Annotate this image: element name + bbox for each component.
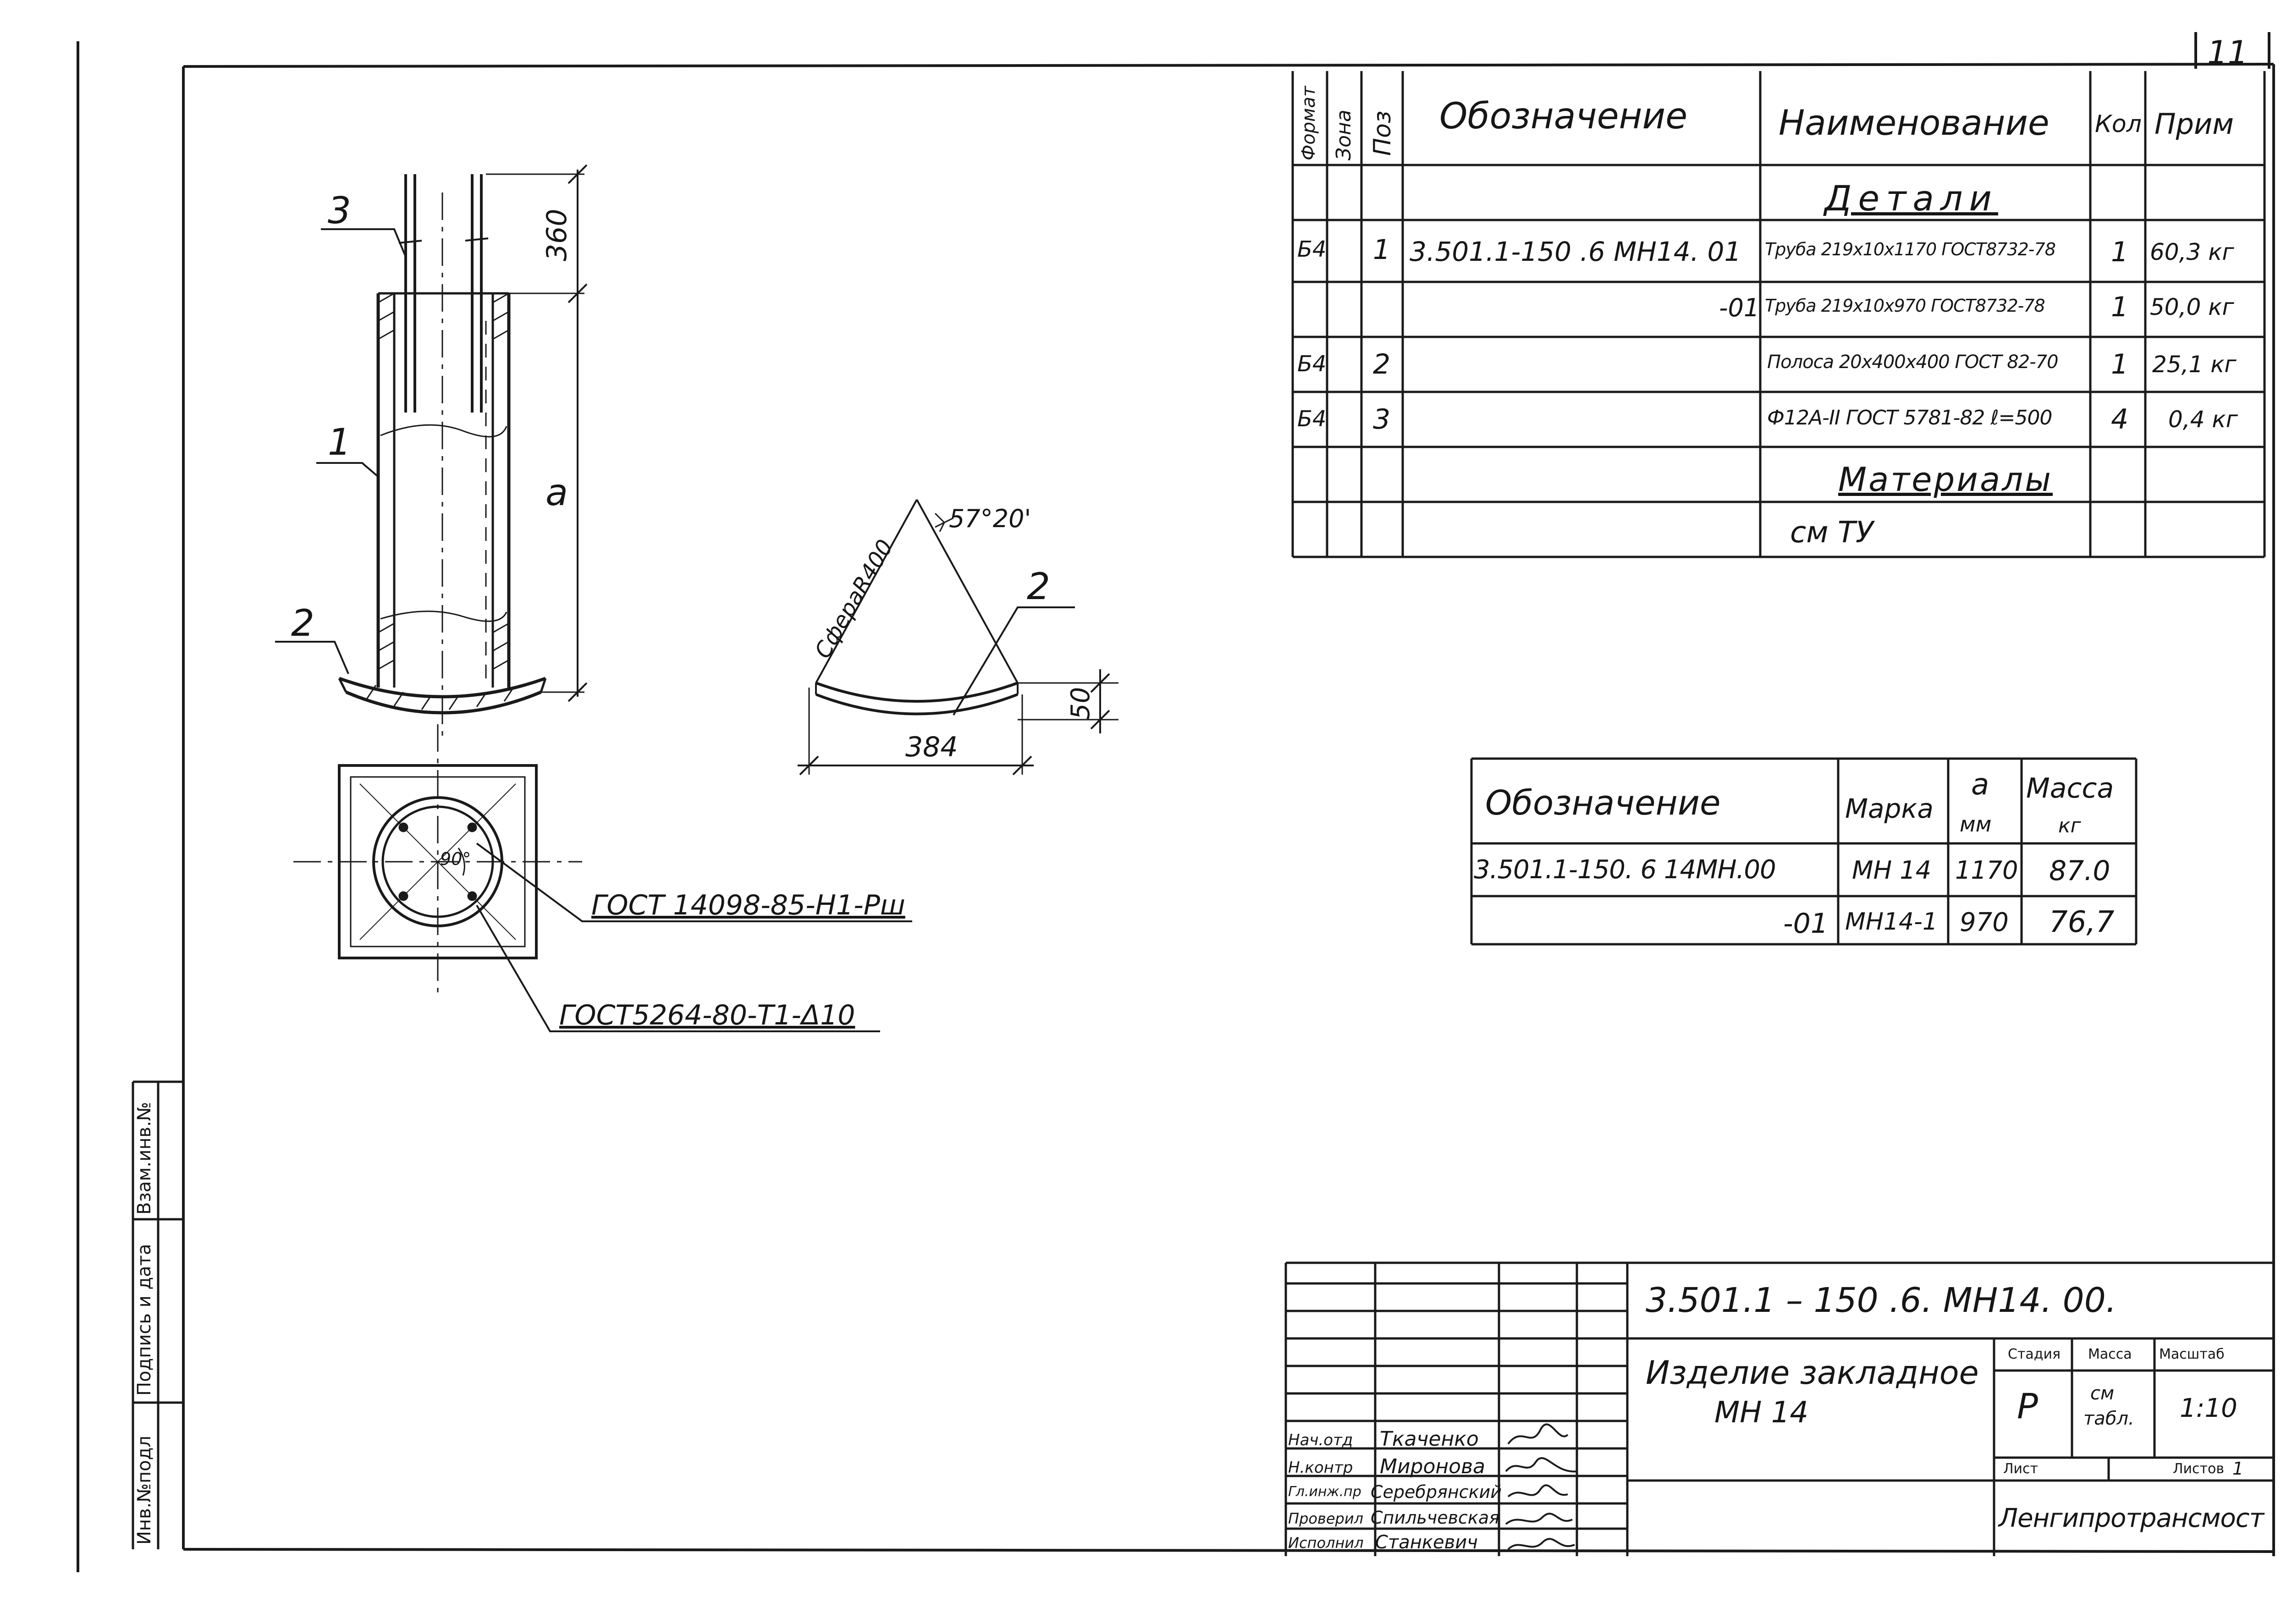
mass-row2-designation: -01 <box>1783 908 1828 940</box>
spec-row2-designation: -01 <box>1719 293 1760 322</box>
mass-row2-a: 970 <box>1960 908 2009 937</box>
spec-row3-pos: 2 <box>1373 348 1391 380</box>
title-sheets-value: 1 <box>2232 1459 2244 1479</box>
person-name: Миронова <box>1380 1455 1485 1478</box>
spec-header-note: Прим <box>2154 107 2234 141</box>
person-role: Гл.инж.пр <box>1288 1484 1361 1500</box>
mass-header-mass: Масса <box>2026 772 2114 804</box>
person-role: Проверил <box>1288 1510 1364 1527</box>
spec-header-pos: Поз <box>1369 110 1396 156</box>
spec-row4-note: 0,4 кг <box>2168 406 2238 433</box>
spec-row1-pos: 1 <box>1373 234 1391 266</box>
spec-row3-name: Полоса 20х400х400 ГОСТ 82-70 <box>1767 352 2059 373</box>
person-name: Станкевич <box>1375 1532 1478 1553</box>
plan-view <box>293 724 912 1032</box>
person-name: Серебрянский <box>1371 1482 1502 1502</box>
title-item-name: Изделие закладное <box>1646 1354 1979 1392</box>
spec-row4-pos: 3 <box>1373 403 1391 435</box>
label-plate-detail: 2 <box>1027 565 1050 608</box>
side-stamp-frame <box>132 1080 183 1549</box>
side-stamp-podpis-data: Подпись и дата <box>134 1244 155 1396</box>
title-mass-label: Масса <box>2088 1346 2132 1362</box>
spec-materials-ref: см ТУ <box>1790 516 1873 550</box>
title-sheet-label: Лист <box>2003 1461 2039 1477</box>
sheet-frame <box>77 32 2275 1572</box>
mass-header-a: а <box>1971 768 1989 802</box>
mass-header-a-unit: мм <box>1960 812 1992 837</box>
spec-row2-name: Труба 219х10х970 ГОСТ8732-78 <box>1765 296 2045 316</box>
mass-row1-mass: 87.0 <box>2049 855 2110 887</box>
spec-row3-note: 25,1 кг <box>2152 351 2237 378</box>
title-organization: Ленгипротрансмост <box>1999 1503 2264 1533</box>
title-mass-value-1: см <box>2090 1383 2115 1404</box>
title-item-mark: МН 14 <box>1714 1396 1809 1430</box>
spec-row1-name: Труба 219х10х1170 ГОСТ8732-78 <box>1765 239 2056 259</box>
weld-note-1: ГОСТ 14098-85-Н1-Рш <box>591 889 905 921</box>
title-stage-value: Р <box>2017 1386 2038 1426</box>
spec-header-qty: Кол <box>2095 110 2142 138</box>
spec-row1-qty: 1 <box>2111 236 2129 268</box>
person-name: Спильчевская <box>1371 1508 1499 1528</box>
title-stage-label: Стадия <box>2008 1346 2061 1362</box>
plate-detail-view <box>798 499 1118 776</box>
spec-row3-qty: 1 <box>2111 348 2129 380</box>
mass-row2-mark: МН14-1 <box>1845 908 1938 936</box>
label-rebar: 3 <box>328 189 351 232</box>
title-scale-value: 1:10 <box>2180 1393 2237 1423</box>
mass-row1-a: 1170 <box>1955 856 2018 885</box>
mass-header-designation: Обозначение <box>1485 783 1721 823</box>
spec-header-name: Наименование <box>1779 102 2050 143</box>
person-name: Ткаченко <box>1380 1427 1479 1451</box>
mass-header-mass-unit: кг <box>2058 814 2081 837</box>
side-stamp-vzam-inv: Взам.инв.№ <box>134 1101 155 1215</box>
spec-row2-note: 50,0 кг <box>2150 294 2234 320</box>
spec-section-details: Детали <box>1824 178 1998 219</box>
title-doc-code: 3.501.1 – 150 .6. МН14. 00. <box>1646 1281 2117 1320</box>
person-role: Н.контр <box>1288 1459 1353 1477</box>
label-plate: 2 <box>291 602 314 644</box>
label-tube: 1 <box>328 421 351 463</box>
spec-row1-format: Б4 <box>1297 237 1327 262</box>
title-mass-value-2: табл. <box>2083 1408 2134 1429</box>
spec-row3-format: Б4 <box>1297 351 1327 377</box>
dim-50: 50 <box>1066 687 1096 720</box>
spec-header-format: Формат <box>1298 86 1319 160</box>
spec-row4-name: Ф12А-II ГОСТ 5781-82 ℓ=500 <box>1767 406 2052 429</box>
dim-90: 90° <box>440 849 471 869</box>
spec-header-zone: Зона <box>1332 110 1355 160</box>
spec-table-grid <box>1291 71 2266 558</box>
title-sheets-label: Листов <box>2173 1461 2225 1477</box>
title-block-grid <box>1284 1261 2274 1556</box>
weld-note-2: ГОСТ5264-80-Т1-Δ10 <box>559 999 855 1031</box>
page-number: 11 <box>2207 34 2248 72</box>
mass-row1-designation: 3.501.1-150. 6 14МН.00 <box>1474 855 1776 885</box>
dim-384: 384 <box>905 731 958 763</box>
spec-row1-note: 60,3 кг <box>2150 239 2234 265</box>
person-role: Нач.отд <box>1288 1431 1353 1449</box>
spec-row1-designation: 3.501.1-150 .6 МН14. 01 <box>1410 236 1741 267</box>
side-stamp-inv-podl: Инв.№подл <box>134 1436 155 1545</box>
mass-header-mark: Марка <box>1845 793 1934 824</box>
spec-header-designation: Обозначение <box>1439 96 1688 137</box>
dim-360: 360 <box>541 209 573 261</box>
spec-row4-qty: 4 <box>2111 403 2129 435</box>
mass-row1-mark: МН 14 <box>1852 856 1932 885</box>
elevation-view <box>275 164 588 743</box>
dim-a: а <box>545 471 568 514</box>
spec-section-materials: Материалы <box>1838 460 2053 499</box>
signatures <box>1505 1423 1577 1550</box>
mass-table-grid <box>1470 757 2138 946</box>
mass-row2-mass: 76,7 <box>2049 905 2115 939</box>
spec-row2-qty: 1 <box>2111 291 2129 323</box>
person-role: Исполнил <box>1288 1534 1364 1552</box>
title-scale-label: Масштаб <box>2159 1346 2225 1362</box>
dim-angle: 57°20' <box>949 504 1031 533</box>
spec-row4-format: Б4 <box>1297 406 1327 432</box>
